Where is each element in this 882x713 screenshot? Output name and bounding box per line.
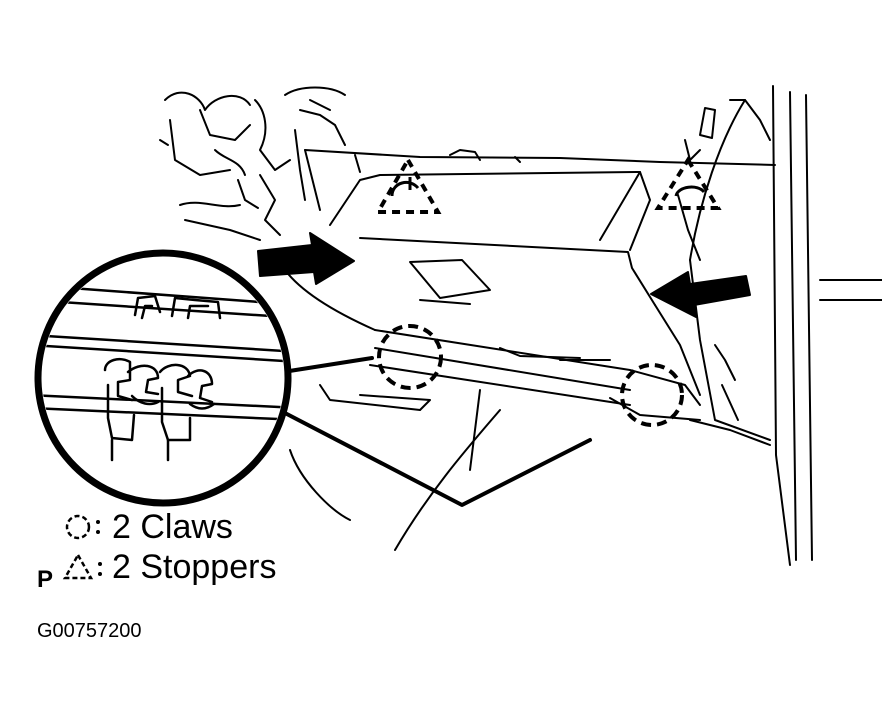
claw-markers bbox=[377, 324, 684, 427]
arrow-right-icon bbox=[257, 232, 355, 285]
legend-stoppers: 2 Stoppers bbox=[62, 550, 276, 584]
stopper-markers bbox=[374, 155, 722, 214]
legend-claws: 2 Claws bbox=[62, 510, 233, 544]
glove-box bbox=[284, 171, 701, 471]
door-pillar bbox=[677, 85, 882, 566]
callout-lines bbox=[281, 356, 592, 507]
legend-stoppers-label: 2 Stoppers bbox=[112, 548, 277, 586]
legend-claws-label: 2 Claws bbox=[112, 508, 233, 546]
detail-magnifier bbox=[34, 249, 292, 507]
stopper-right-icon bbox=[654, 156, 722, 210]
dashed-circle-icon bbox=[65, 514, 100, 540]
arrow-left-icon bbox=[650, 271, 751, 318]
stopper-left-icon bbox=[374, 155, 442, 214]
view-letter: P bbox=[37, 566, 54, 593]
dashboard-panel bbox=[304, 149, 776, 241]
claw-left-icon bbox=[377, 324, 443, 390]
claw-right-icon bbox=[620, 363, 684, 427]
figure-code: G00757200 bbox=[37, 620, 142, 642]
dash-interior-wiring bbox=[159, 86, 346, 241]
lower-trim bbox=[289, 359, 611, 551]
dashed-triangle-icon bbox=[62, 552, 102, 580]
push-arrows bbox=[257, 232, 751, 318]
